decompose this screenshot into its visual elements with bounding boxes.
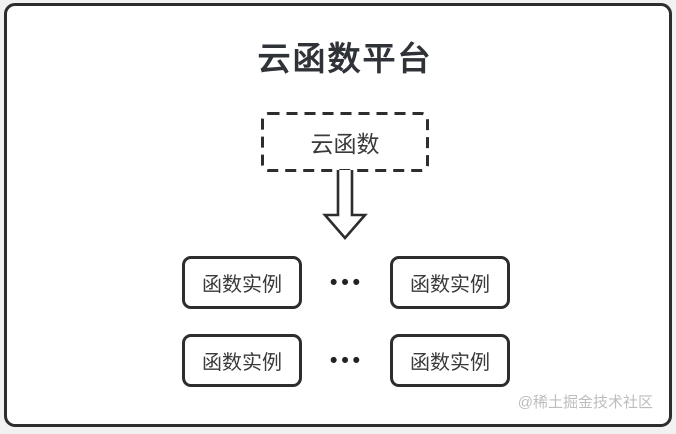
function-instance-node: 函数实例 [182,334,302,387]
ellipsis-dots: ••• [329,348,365,372]
ellipsis-dots: ••• [329,270,365,294]
diagram-frame: 云函数平台 云函数 函数实例 ••• 函数实例 函数实例 ••• 函数实例 @稀… [4,3,672,427]
down-arrow-icon [322,170,368,240]
watermark: @稀土掘金技术社区 [517,394,653,411]
page-title: 云函数平台 [257,40,433,77]
function-instance-node: 函数实例 [390,256,510,309]
function-instance-node: 函数实例 [182,256,302,309]
cloud-function-node: 云函数 [260,111,430,173]
cloud-function-label: 云函数 [310,131,380,157]
function-instance-node: 函数实例 [390,334,510,387]
